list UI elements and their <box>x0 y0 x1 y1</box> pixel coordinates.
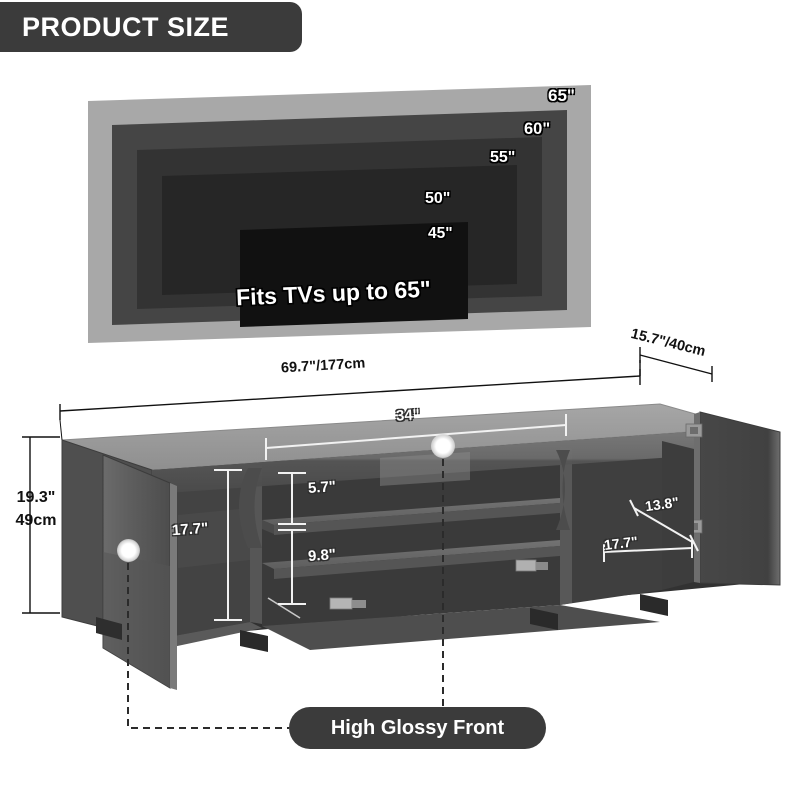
dimension-upper-compartment <box>278 472 306 525</box>
center-hinge-hardware <box>329 597 366 610</box>
tv-size-layer-45 <box>240 222 468 327</box>
left-door-edge <box>170 483 177 690</box>
right-cabinet-door[interactable] <box>699 411 781 586</box>
dimension-depth-overall <box>639 347 713 382</box>
center-shelf-back <box>262 447 560 626</box>
center-shelf-board-upper-front <box>262 520 274 534</box>
right-door-hinge-top <box>685 423 703 438</box>
stand-right-carcass-end <box>662 441 694 590</box>
right-cabinet-interior <box>560 441 662 605</box>
right-door-inner-edge <box>694 412 700 583</box>
label-lower-compartment: 9.8" <box>307 546 337 565</box>
high-glossy-front-callout: High Glossy Front <box>289 707 546 749</box>
header-banner: PRODUCT SIZE <box>0 2 302 52</box>
shelf-bracket-right <box>556 450 570 530</box>
page-title: PRODUCT SIZE <box>22 11 230 42</box>
label-left-cabinet-height: 17.7" <box>171 519 209 540</box>
center-shelf-upper-face <box>274 502 572 535</box>
right-shelf-hinge-hardware <box>515 559 548 572</box>
glossy-front-fascia <box>152 428 745 494</box>
dimension-lower-compartment <box>278 529 306 605</box>
callout-label: High Glossy Front <box>330 716 505 739</box>
stand-foot-center-right <box>530 608 558 630</box>
glossy-highlight-center <box>431 434 455 458</box>
glossy-fascia-highlight <box>380 452 470 486</box>
hinge-arm-left <box>267 597 301 619</box>
left-cabinet-shadow <box>178 508 250 568</box>
tv-size-label-45: 45" <box>428 225 453 242</box>
center-shelf-middle-face <box>274 545 572 579</box>
label-overall-height-cm: 49cm <box>15 512 57 529</box>
tv-size-comparison: 65" 60" 55" 50" 45" Fits TVs up to 65" <box>88 85 591 343</box>
tv-size-label-55: 55" <box>490 149 516 166</box>
label-overall-height-inches: 19.3" <box>16 489 56 506</box>
label-top-shelf-width: 34" <box>395 406 421 425</box>
tv-size-label-50: 50" <box>425 190 451 207</box>
dimension-top-shelf-width <box>265 414 567 460</box>
center-bottom-deck <box>262 605 660 650</box>
stand-foot-left <box>96 617 122 640</box>
left-door-lower-shade <box>103 552 170 688</box>
tv-size-label-60: 60" <box>524 120 551 138</box>
left-cabinet-floor <box>152 622 262 648</box>
center-shelf-board-upper <box>262 498 572 525</box>
label-upper-compartment: 5.7" <box>307 478 337 497</box>
dimension-height-overall <box>22 436 60 614</box>
dimension-right-cabinet-width <box>603 540 693 562</box>
glossy-highlight-left-door <box>117 539 140 562</box>
tv-size-label-65: 65" <box>548 86 575 105</box>
dimension-left-cabinet-height <box>214 469 242 621</box>
stand-foot-right <box>640 594 668 616</box>
center-shelf-board-middle <box>262 540 572 569</box>
dimension-right-shelf-depth <box>629 499 699 552</box>
shelf-bracket-left <box>239 468 262 548</box>
dimension-guide-top <box>59 419 63 441</box>
stand-foot-center-left <box>240 630 268 652</box>
